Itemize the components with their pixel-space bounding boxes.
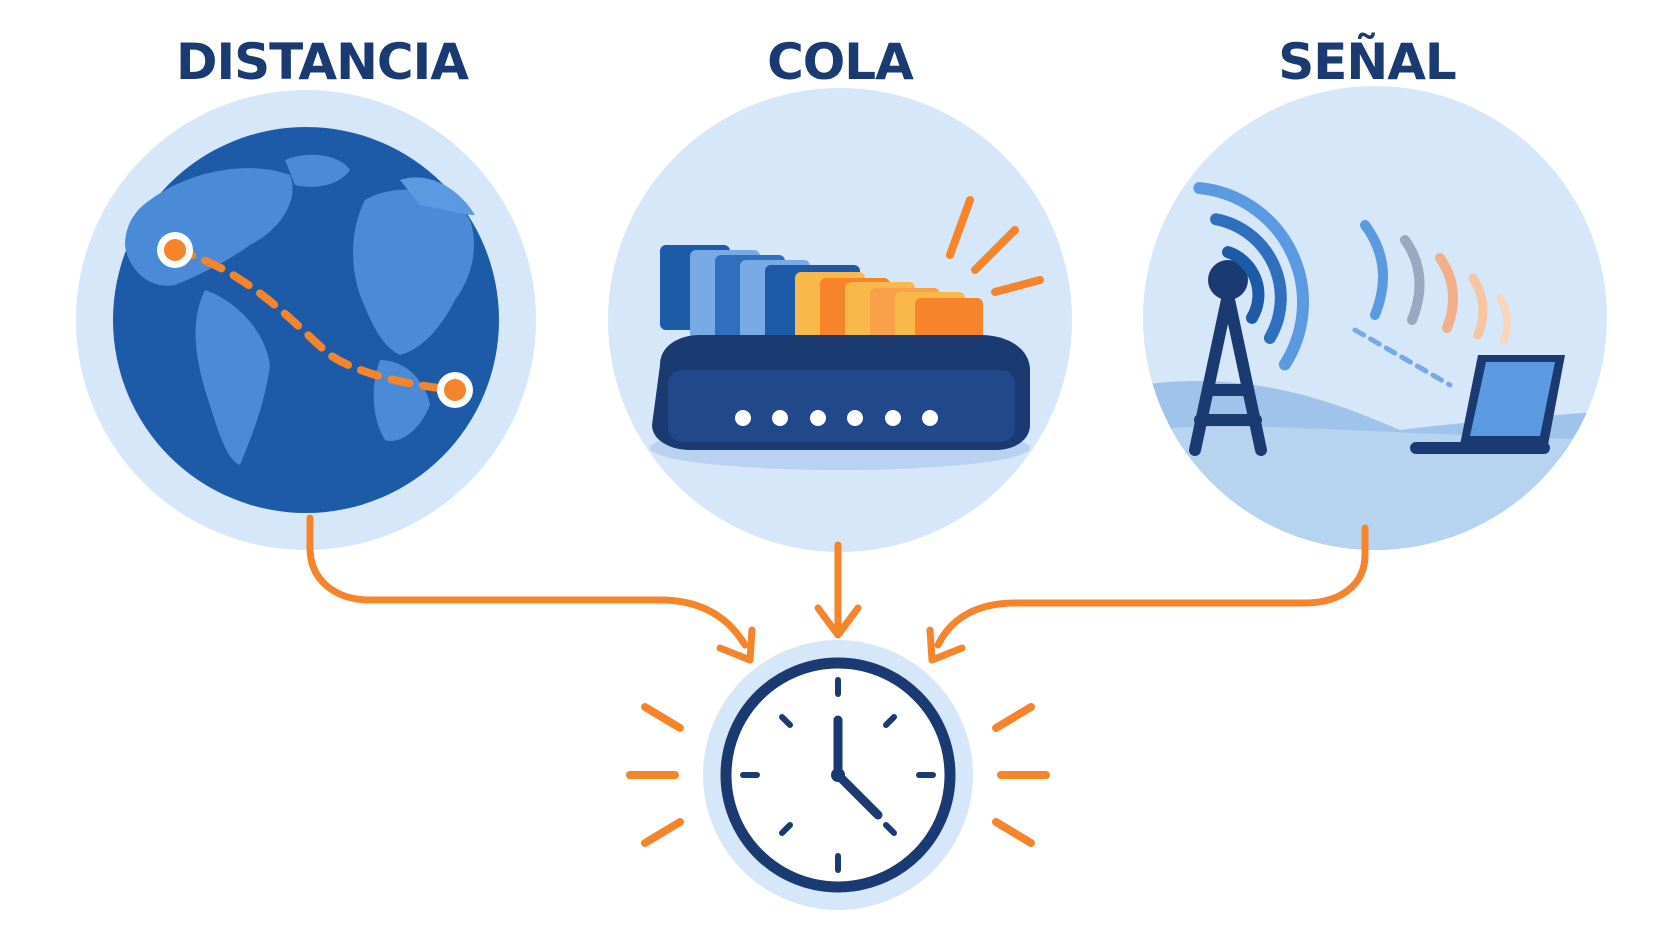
label-distance: DISTANCIA [176,33,469,91]
router-icon [650,196,1044,470]
route-line [171,246,459,394]
arrow-icon [934,524,1369,649]
label-queue: COLA [767,33,914,91]
label-signal: SEÑAL [1278,32,1456,91]
arrow-icon [306,514,749,649]
globe-icon [113,127,499,513]
connector-arrows [306,514,1369,664]
queue-panel [608,88,1072,552]
distance-panel [76,90,536,550]
cell-tower-icon [1189,182,1512,456]
signal-panel [1143,86,1607,550]
clock-icon [626,640,1050,910]
laptop-icon [1410,355,1565,454]
